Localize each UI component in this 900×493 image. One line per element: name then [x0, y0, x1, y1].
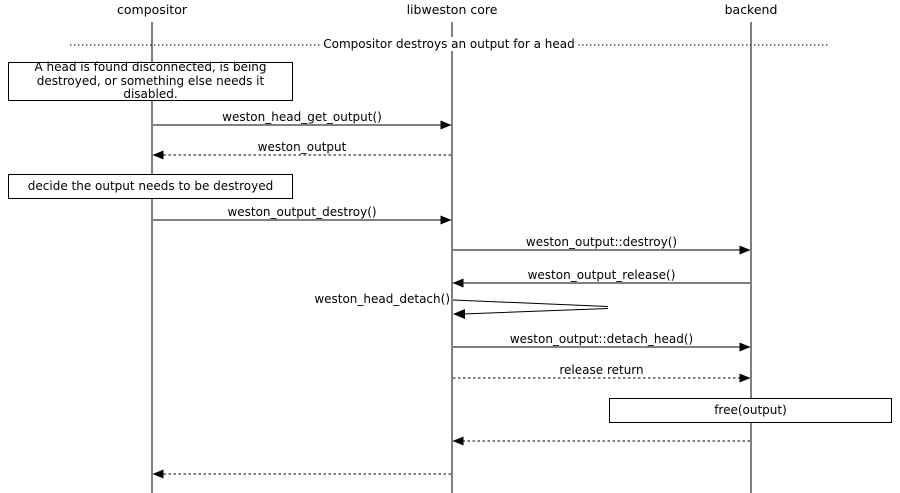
- msg-weston-output-return-label: weston_output: [257, 140, 347, 154]
- lifeline-label-backend: backend: [724, 2, 778, 17]
- note-decide-destroy: decide the output needs to be destroyed: [8, 174, 293, 199]
- msg-release-return-label: release return: [559, 363, 644, 377]
- note-head-disconnected: A head is found disconnected, is being d…: [8, 61, 293, 101]
- msg-weston-output-impl-destroy-label: weston_output::destroy(): [525, 235, 678, 249]
- msg-weston-head-detach-label: weston_head_detach(): [314, 292, 450, 306]
- messages-layer: [152, 120, 751, 479]
- msg-weston-output-destroy-label: weston_output_destroy(): [227, 205, 377, 219]
- lifeline-label-compositor: compositor: [117, 2, 187, 17]
- msg-weston-head-detach-loop: [452, 299, 609, 315]
- divider-label: Compositor destroys an output for a head: [320, 37, 578, 51]
- msg-weston-head-detach-arrowhead: [453, 309, 465, 319]
- msg-weston-output-release-label: weston_output_release(): [527, 268, 676, 282]
- msg-weston-output-impl-detach-head-label: weston_output::detach_head(): [509, 332, 694, 346]
- lifeline-label-libweston-core: libweston core: [406, 2, 498, 17]
- note-free-output: free(output): [609, 398, 892, 423]
- msg-weston-head-get-output-label: weston_head_get_output(): [222, 110, 382, 124]
